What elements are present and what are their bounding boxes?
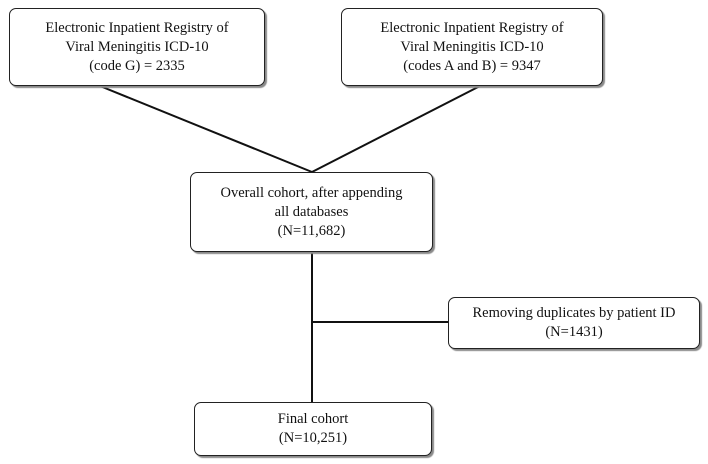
final-cohort-line-2: (N=10,251) [278, 430, 348, 446]
source-box-codes-a-b: Electronic Inpatient Registry of Viral M… [341, 8, 603, 86]
source-box-code-g-line-1: Electronic Inpatient Registry of [45, 19, 229, 36]
duplicates-removed-line-1: Removing duplicates by patient ID [472, 305, 676, 321]
final-cohort-box: Final cohort (N=10,251) [194, 402, 432, 456]
connector-source-ab-to-overall [311, 85, 481, 173]
source-box-codes-a-b-line-1: Electronic Inpatient Registry of [380, 19, 564, 36]
final-cohort-line-1: Final cohort [277, 411, 349, 427]
overall-cohort-box: Overall cohort, after appending all data… [190, 172, 433, 252]
duplicates-removed-line-2: (N=1431) [545, 324, 603, 340]
source-box-code-g-line-3: (code G) = 2335 [89, 57, 185, 74]
overall-cohort-line-3: (N=11,682) [277, 222, 346, 239]
source-box-code-g-line-2: Viral Meningitis ICD-10 [65, 38, 209, 55]
source-box-code-g: Electronic Inpatient Registry of Viral M… [9, 8, 265, 86]
connector-source-g-to-overall [99, 85, 313, 173]
overall-cohort-line-1: Overall cohort, after appending [220, 184, 403, 201]
overall-cohort-line-2: all databases [274, 203, 349, 220]
duplicates-removed-box: Removing duplicates by patient ID (N=143… [448, 297, 700, 349]
source-box-codes-a-b-line-3: (codes A and B) = 9347 [403, 57, 541, 74]
source-box-codes-a-b-line-2: Viral Meningitis ICD-10 [400, 38, 544, 55]
